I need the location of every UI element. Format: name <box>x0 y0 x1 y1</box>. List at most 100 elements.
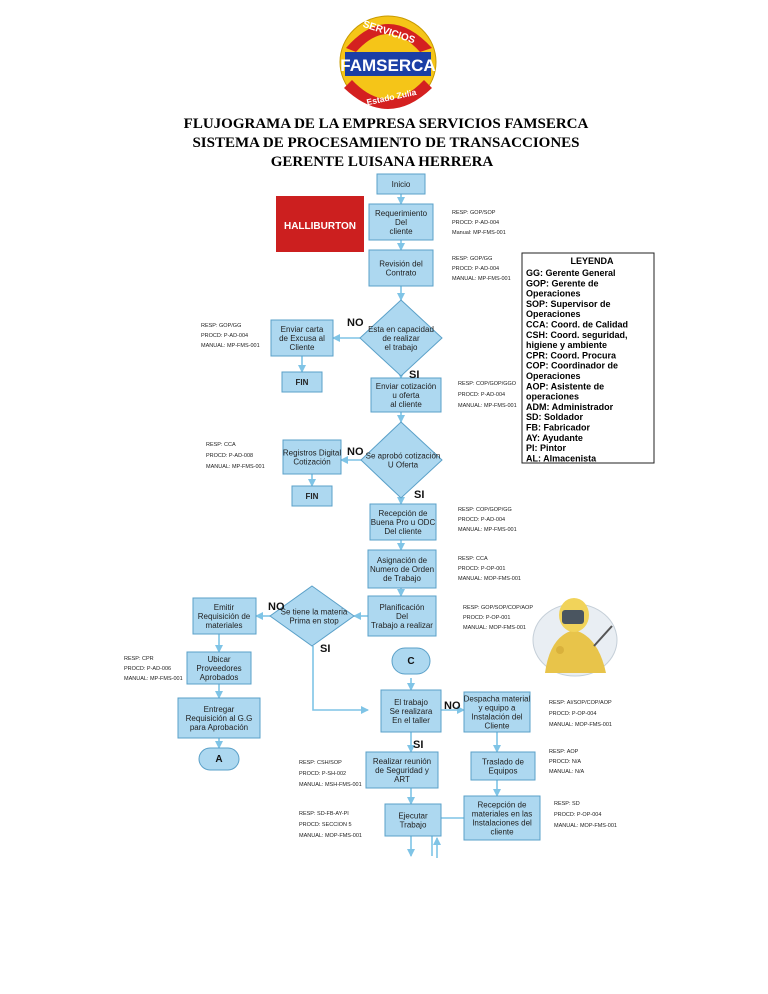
node-text-line: Se realizara <box>390 707 433 716</box>
famserca-logo: SERVICIOS FAMSERCA Estado Zulia <box>339 15 437 109</box>
text-line: AOP: Asistente de <box>526 381 604 391</box>
text-line: PROCD: P-OP-004 <box>549 711 596 717</box>
node-text-line: Proveedores <box>196 664 241 673</box>
node-text-line: materiales en las <box>472 810 532 819</box>
text-line: RESP: GOP/GG <box>452 256 492 262</box>
node-text-line: Esta en capacidad <box>368 325 434 334</box>
node-text-line: Enviar carta <box>281 325 324 334</box>
logo-main-text: FAMSERCA <box>340 56 435 75</box>
terminal-fin-1: FIN <box>281 371 323 393</box>
node-text-line: Requerimiento <box>375 209 428 218</box>
node-text-line: Ejecutar <box>398 812 428 821</box>
node-text-line: Prima en stop <box>289 617 339 626</box>
page-title-line-3: GERENTE LUISANA HERRERA <box>271 154 494 170</box>
text-line: PROCD: SECCION 5 <box>299 822 352 828</box>
materia-no-label: NO <box>268 601 285 613</box>
node-text-line: Registros Digital <box>283 449 341 458</box>
node-text-line: Enviar cotización <box>376 382 436 391</box>
text-line: COP: Coordinador de <box>526 361 618 371</box>
halliburton-logo-text: HALLIBURTON <box>284 221 356 232</box>
welder-illustration <box>532 598 618 677</box>
node-text-line: Se tiene la materia <box>281 608 348 617</box>
node-text-line: FIN <box>306 492 319 501</box>
node-text-line: Cliente <box>485 722 510 731</box>
node-text-line: Trabajo <box>400 821 427 830</box>
node-text-line: FIN <box>296 378 309 387</box>
taller-si-label: SI <box>413 739 423 751</box>
node-text-line: A <box>215 754 222 765</box>
text-line: PROCD: P-OP-001 <box>463 615 510 621</box>
node-text-line: cliente <box>389 227 413 236</box>
text-line: MANUAL: MOP-FMS-001 <box>463 625 526 631</box>
halliburton-logo: HALLIBURTON <box>276 196 364 252</box>
node-text-line: Traslado de <box>482 758 525 767</box>
text-line: MANUAL: MSH-FMS-001 <box>299 782 362 788</box>
text-line: MANUAL: MP-FMS-001 <box>124 676 183 682</box>
text-line: Operaciones <box>526 309 581 319</box>
capacidad-no-label: NO <box>347 317 364 329</box>
node-text-line: Asignación de <box>377 556 428 565</box>
text-line: RESP: GOP/SOP/COP/AOP <box>463 605 533 611</box>
text-line: MANUAL: MP-FMS-001 <box>452 276 511 282</box>
text-line: Manual: MP-FMS-001 <box>452 230 506 236</box>
text-line: AY: Ayudante <box>526 433 583 443</box>
node-text-line: Planificación <box>380 603 425 612</box>
node-text-line: En el taller <box>392 716 430 725</box>
text-line: MANUAL: N/A <box>549 769 584 775</box>
aprobo-si-label: SI <box>414 489 424 501</box>
node-inicio: Inicio <box>376 173 426 195</box>
node-text-line: Del cliente <box>384 527 422 536</box>
node-text-line: Instalación del <box>471 713 522 722</box>
svg-text:C: C <box>407 656 414 667</box>
node-text-line: Buena Pro u ODC <box>371 518 436 527</box>
text-line: PROCD: P-AD-006 <box>124 666 171 672</box>
connector-c: C <box>391 647 431 675</box>
svg-text:FIN: FIN <box>296 378 309 387</box>
page-title-line-2: SISTEMA DE PROCESAMIENTO DE TRANSACCIONE… <box>192 135 579 151</box>
text-line: PROCD: P-OP-004 <box>554 812 601 818</box>
node-text-line: Recepción de <box>379 509 428 518</box>
text-line: Operaciones <box>526 289 581 299</box>
node-text-line: materiales <box>206 621 243 630</box>
text-line: RESP: CCA <box>458 556 488 562</box>
page-title-line-1: FLUJOGRAMA DE LA EMPRESA SERVICIOS FAMSE… <box>184 116 589 132</box>
node-text-line: de Trabajo <box>383 574 421 583</box>
aprobo-no-label: NO <box>347 446 364 458</box>
text-line: PROCD: P-AD-004 <box>458 392 505 398</box>
node-text-line: Despacha material <box>464 695 531 704</box>
text-line: RESP: COP/GOP/GG <box>458 507 512 513</box>
text-line: operaciones <box>526 392 579 402</box>
node-text-line: Entregar <box>204 705 235 714</box>
text-line: AL: Almacenista <box>526 453 597 463</box>
text-line: PROCD: P-AD-008 <box>206 453 253 459</box>
materia-si-label: SI <box>320 643 330 655</box>
node-text-line: para Aprobación <box>190 723 248 732</box>
